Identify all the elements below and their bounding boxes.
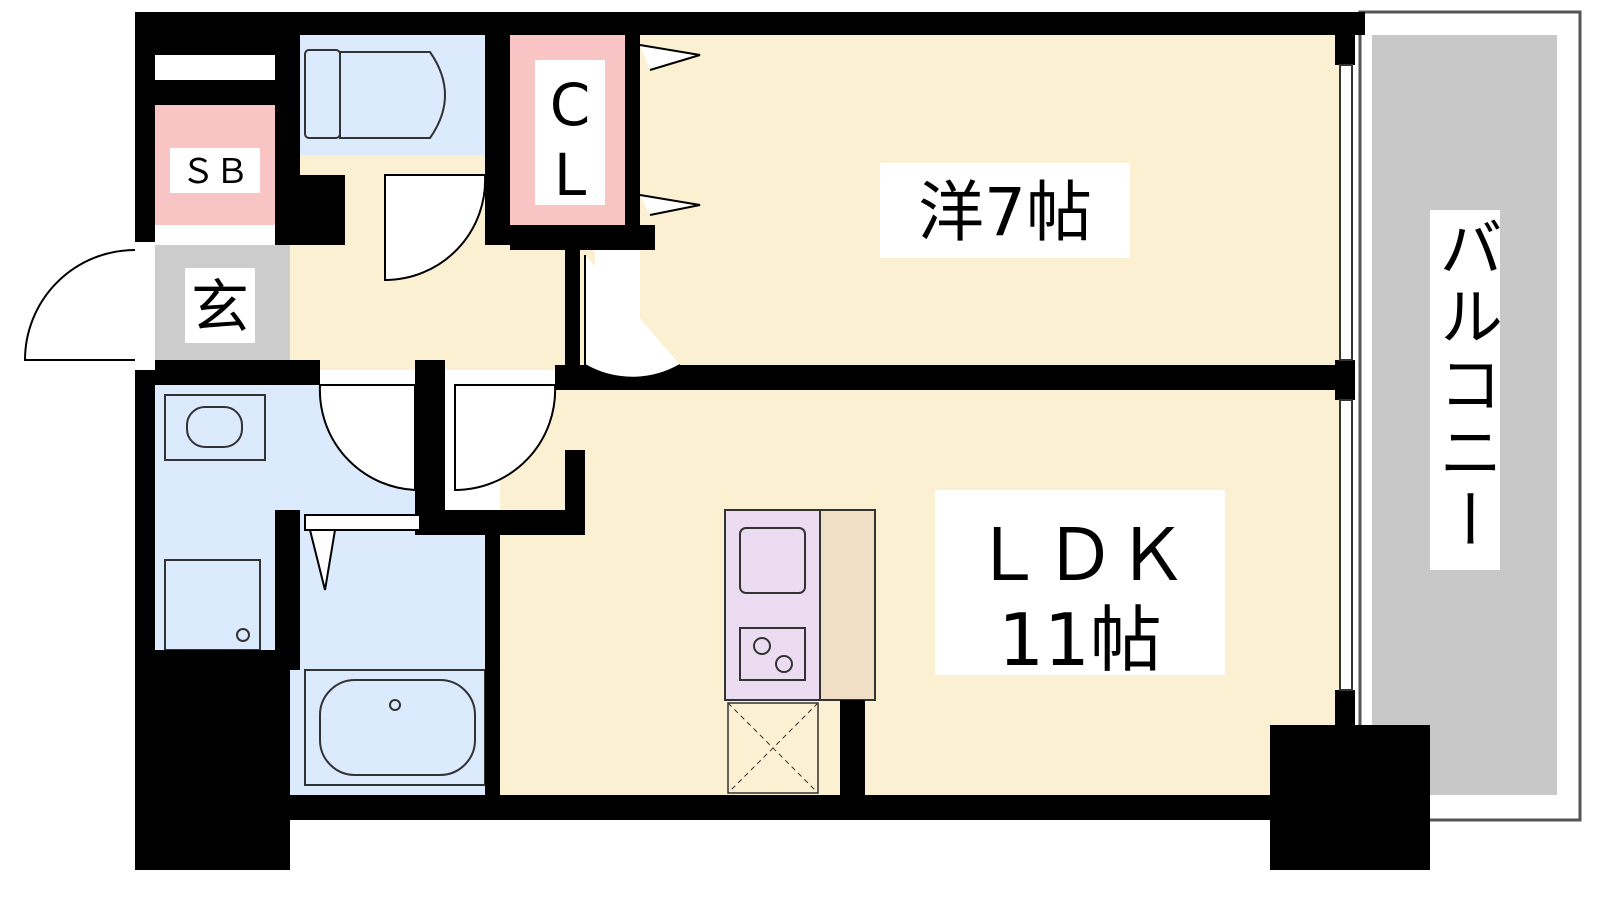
- balcony-label: バルコニー: [1428, 215, 1502, 555]
- western-room-label-bg: [880, 163, 1130, 258]
- sink-icon: [739, 527, 806, 594]
- stove-icon: [739, 627, 806, 681]
- toilet-tank: [304, 49, 341, 139]
- closet-label-bg: [535, 60, 605, 205]
- walls: [135, 12, 1430, 870]
- closet-label-c: C: [550, 71, 591, 139]
- entrance-label: 玄: [191, 273, 249, 341]
- entrance-label-bg: [185, 268, 255, 343]
- burner-icon: [753, 637, 771, 655]
- bath-drain-icon: [389, 699, 401, 711]
- bathtub: [304, 669, 486, 786]
- burner-icon: [775, 655, 793, 673]
- shoe-box-label: ＳＢ: [181, 152, 249, 192]
- toilet-bowl-icon: [339, 51, 446, 139]
- washbasin-bowl-icon: [186, 406, 243, 448]
- shoe-box-label-bg: [170, 148, 260, 193]
- fridge-cross: [727, 702, 819, 794]
- ldk-size-label: 11帖: [998, 598, 1162, 682]
- closet-label-l: L: [554, 141, 586, 209]
- windows: [1339, 64, 1353, 691]
- bathtub-basin-icon: [319, 679, 476, 776]
- ldk-label: ＬＤＫ: [972, 513, 1188, 597]
- doors: [23, 44, 701, 591]
- western-room-label: 洋7帖: [918, 174, 1092, 251]
- washer-drain-icon: [236, 628, 250, 642]
- balcony-label-bg: [1430, 210, 1500, 570]
- washbasin: [164, 394, 266, 461]
- washer-space: [164, 559, 261, 651]
- ldk-label-bg: [935, 490, 1225, 675]
